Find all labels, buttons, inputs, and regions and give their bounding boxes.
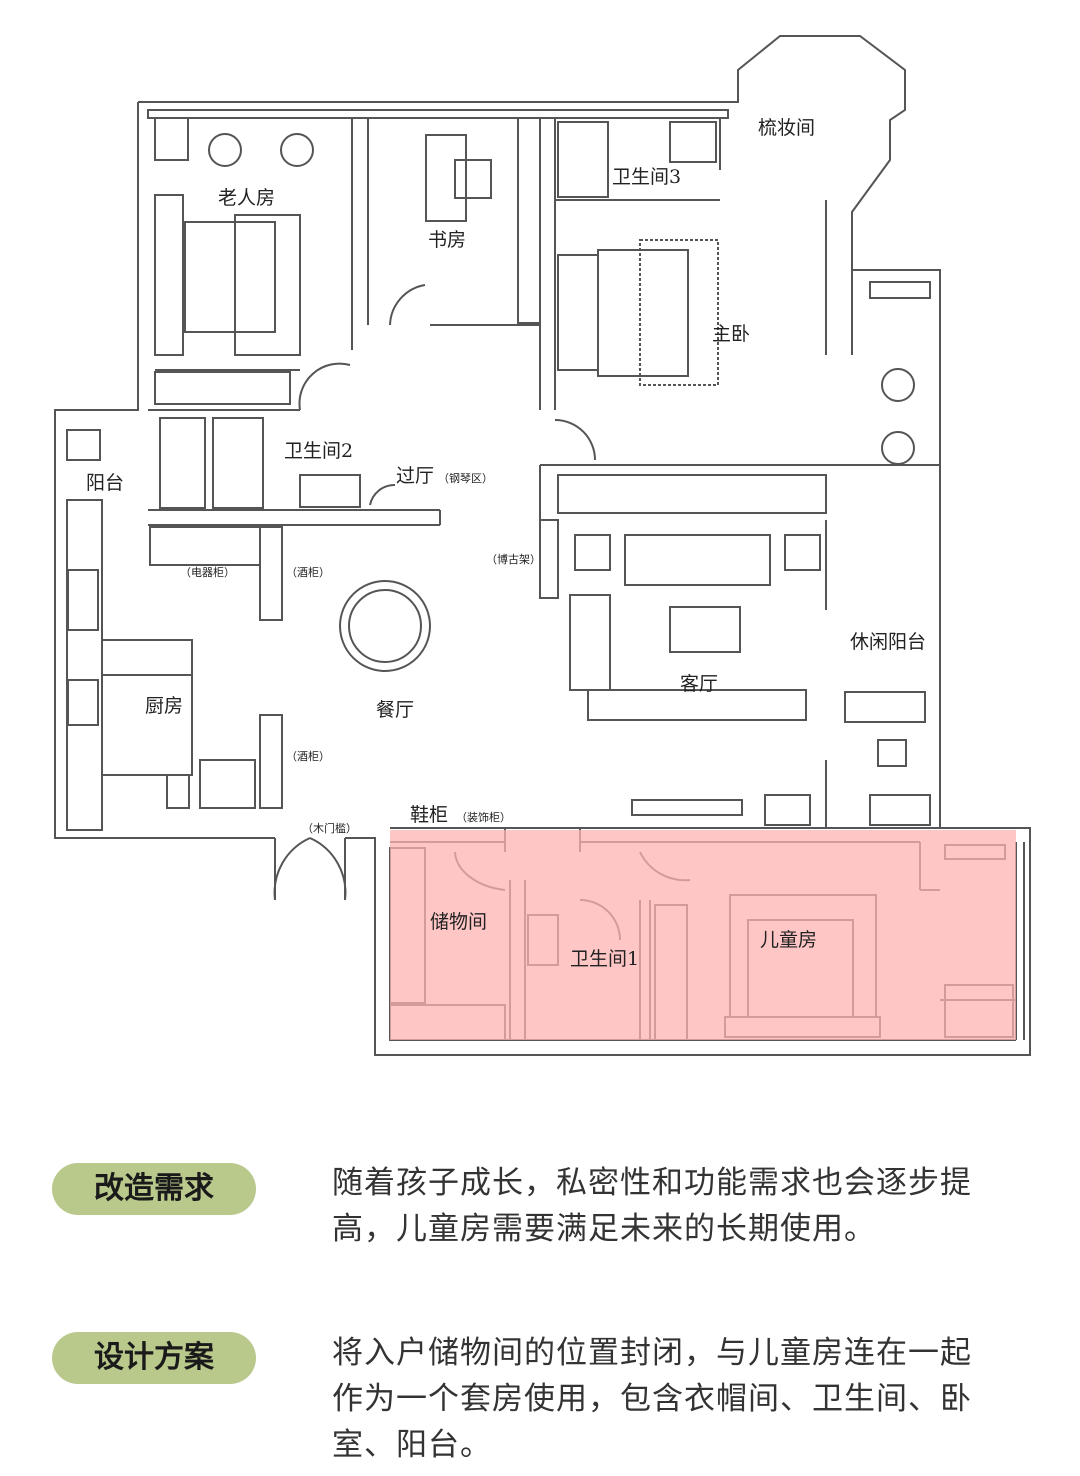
room-label-hall: 过厅 [396,465,434,487]
room-label-bath1: 卫生间1 [570,948,639,970]
room-label-kitchen: 厨房 [145,695,183,717]
design-text: 将入户储物间的位置封闭，与儿童房连在一起 作为一个套房使用，包含衣帽间、卫生间、… [332,1330,1032,1468]
room-label-kids-room: 儿童房 [760,929,817,951]
room-label-living: 客厅 [680,673,718,695]
label-wine-cabinet-2: （酒柜） [286,750,330,763]
design-line-2: 作为一个套房使用，包含衣帽间、卫生间、卧 [332,1381,972,1417]
room-label-leisure-balcony: 休闲阳台 [850,631,926,653]
room-label-hall-note: （钢琴区） [438,472,493,485]
room-label-bath3: 卫生间3 [612,166,681,188]
requirement-text: 随着孩子成长，私密性和功能需求也会逐步提 高，儿童房需要满足未来的长期使用。 [332,1160,1032,1252]
requirement-line-2: 高，儿童房需要满足未来的长期使用。 [332,1211,876,1247]
kids-suite-highlight [390,830,1016,1040]
label-wood-sill: （木门槛） [302,821,357,835]
label-shoe-cabinet: 鞋柜 [410,804,448,826]
requirement-line-1: 随着孩子成长，私密性和功能需求也会逐步提 [332,1165,972,1201]
design-tag: 设计方案 [52,1332,256,1384]
design-line-3: 室、阳台。 [332,1427,492,1463]
room-label-balcony: 阳台 [86,472,124,494]
room-label-study: 书房 [428,229,466,251]
label-electric-cabinet: （电器柜） [180,566,235,579]
requirement-tag: 改造需求 [52,1163,256,1215]
design-line-1: 将入户储物间的位置封闭，与儿童房连在一起 [332,1335,972,1371]
room-label-elder-room: 老人房 [218,187,275,209]
room-label-master: 主卧 [712,323,750,345]
label-curio-shelf: （博古架） [486,553,541,566]
room-label-dressing: 梳妆间 [758,117,815,139]
room-label-storage: 储物间 [430,911,487,933]
room-label-dining: 餐厅 [376,699,414,721]
label-wine-cabinet-1: （酒柜） [286,566,330,579]
room-label-bath2: 卫生间2 [284,440,353,462]
floor-plan: 老人房 书房 卫生间3 梳妆间 主卧 卫生间2 阳台 过厅 （钢琴区） （电器柜… [54,35,1031,1056]
label-deco-cabinet: （装饰柜） [456,810,511,824]
